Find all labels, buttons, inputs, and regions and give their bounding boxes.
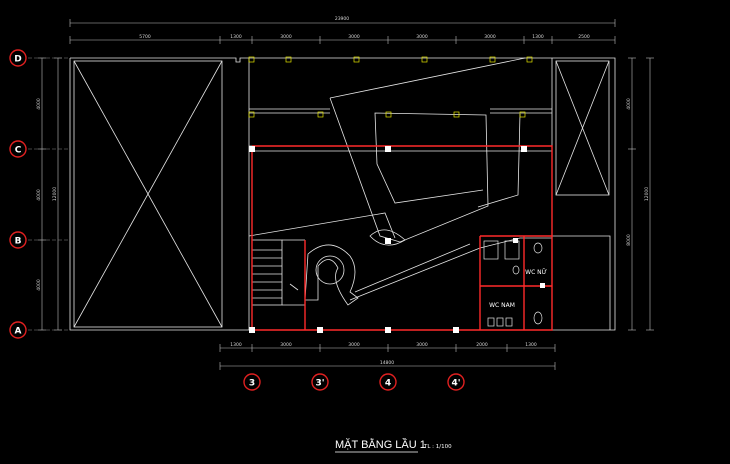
grid-axis-b: B [9, 231, 70, 249]
dim-bottom-total: 14800 [380, 360, 394, 366]
wc-fixtures [483, 240, 543, 327]
room-label-wc-nam: WC NAM [489, 302, 515, 309]
svg-text:C: C [15, 146, 22, 156]
dim-top-seg-8: 2500 [578, 34, 590, 40]
grid-axis-4: 4 [379, 373, 397, 391]
dim-left-seg-3: 4000 [36, 279, 42, 291]
dim-bottom-seg-6: 1300 [525, 342, 537, 348]
drawing-title: MẶT BẰNG LẦU 1 [335, 438, 426, 451]
columns [249, 146, 545, 333]
dim-right-total: 12000 [644, 187, 650, 201]
svg-text:4': 4' [451, 379, 460, 389]
dim-bottom-seg-1: 1300 [230, 342, 242, 348]
svg-text:D: D [14, 55, 21, 65]
grid-axis-a: A [9, 321, 70, 339]
dim-right-seg-2: 8000 [626, 234, 632, 246]
dim-bottom-seg-4: 3000 [416, 342, 428, 348]
dim-top-seg-4: 3000 [348, 34, 360, 40]
drawing-scale: TL : 1/100 [423, 444, 452, 450]
dim-bottom-seg-5: 2000 [476, 342, 488, 348]
grid-axis-3-prime: 3' [311, 373, 329, 391]
dimension-lines [38, 19, 654, 370]
grid-axes-columns: 3 3' 4 4' [243, 373, 465, 391]
dim-top-seg-2: 1300 [230, 34, 242, 40]
dim-top-total: 23900 [335, 16, 349, 22]
svg-text:A: A [15, 327, 22, 337]
dim-top-seg-3: 3000 [280, 34, 292, 40]
grid-axes-rows: D C B A [9, 49, 70, 339]
atrium-features [248, 57, 552, 330]
svg-text:4: 4 [385, 379, 391, 389]
dim-top-seg-7: 1300 [532, 34, 544, 40]
svg-text:3': 3' [315, 379, 324, 389]
svg-text:3: 3 [249, 379, 255, 389]
dim-top-seg-1: 5700 [139, 34, 151, 40]
red-walls [251, 145, 553, 331]
dim-left-total: 12000 [52, 187, 58, 201]
dim-bottom-seg-2: 3000 [280, 342, 292, 348]
grid-axis-c: C [9, 140, 70, 158]
building-outline [69, 57, 616, 331]
dimension-texts: 23900 5700 1300 3000 3000 3000 3000 1300… [36, 16, 650, 366]
dim-top-seg-6: 3000 [484, 34, 496, 40]
svg-text:B: B [15, 237, 22, 247]
dim-right-seg-1: 4000 [626, 98, 632, 110]
grid-axis-d: D [9, 49, 70, 67]
dim-left-seg-2: 4000 [36, 189, 42, 201]
drawing-title-block: MẶT BẰNG LẦU 1 TL : 1/100 [335, 438, 452, 453]
dim-top-seg-5: 3000 [416, 34, 428, 40]
room-label-wc-nu: WC NỮ [525, 269, 547, 276]
dim-bottom-seg-3: 3000 [348, 342, 360, 348]
grid-axis-3: 3 [243, 373, 261, 391]
grid-axis-4-prime: 4' [447, 373, 465, 391]
yellow-columns [248, 56, 533, 118]
dim-left-seg-1: 4000 [36, 98, 42, 110]
